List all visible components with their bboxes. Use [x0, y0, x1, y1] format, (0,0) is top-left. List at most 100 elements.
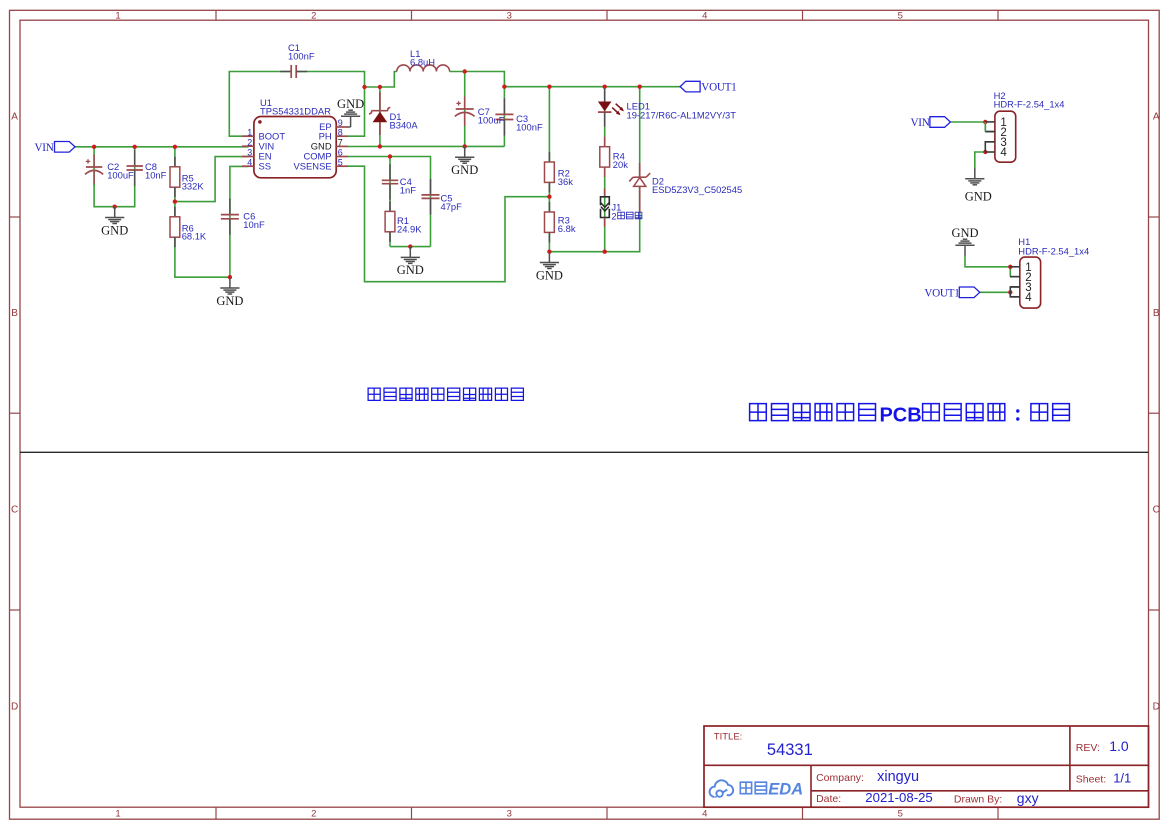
svg-text:3: 3 [247, 148, 252, 158]
svg-text:4: 4 [1025, 292, 1032, 304]
svg-text:1nF: 1nF [400, 184, 416, 195]
svg-text:REV:: REV: [1076, 742, 1100, 754]
svg-text:VIN: VIN [259, 140, 275, 151]
svg-text:7: 7 [338, 138, 343, 148]
svg-text:C: C [1153, 505, 1160, 516]
svg-text:C6: C6 [243, 211, 255, 222]
svg-text:19-217/R6C-AL1M2VY/3T: 19-217/R6C-AL1M2VY/3T [627, 109, 737, 120]
svg-text:1: 1 [1025, 262, 1031, 274]
svg-text:GND: GND [397, 263, 424, 277]
svg-text:5: 5 [898, 809, 903, 820]
svg-text:9: 9 [338, 118, 343, 128]
svg-text:C3: C3 [516, 113, 528, 124]
svg-text:C1: C1 [288, 42, 300, 53]
svg-text:VIN: VIN [911, 117, 930, 129]
svg-text:2: 2 [311, 10, 316, 21]
svg-text:24.9K: 24.9K [397, 223, 422, 234]
svg-text:6.8uH: 6.8uH [410, 57, 435, 68]
svg-text:2: 2 [611, 210, 616, 221]
svg-text:2: 2 [311, 809, 316, 820]
svg-text:SS: SS [259, 160, 272, 171]
svg-text:A: A [11, 112, 18, 123]
svg-text:100nF: 100nF [516, 122, 543, 133]
svg-text:2: 2 [1025, 272, 1031, 284]
svg-text:GND: GND [311, 141, 332, 152]
svg-text:C: C [11, 505, 18, 516]
svg-text:4: 4 [247, 157, 252, 167]
svg-text:B: B [1153, 308, 1160, 319]
svg-text:4: 4 [702, 10, 707, 21]
svg-text:4: 4 [702, 809, 707, 820]
svg-text:GND: GND [451, 163, 478, 177]
svg-text:10nF: 10nF [145, 170, 167, 181]
svg-text:3: 3 [1000, 137, 1006, 149]
svg-text:2021-08-25: 2021-08-25 [865, 790, 932, 805]
svg-text:GND: GND [965, 190, 992, 204]
svg-text:2: 2 [1000, 127, 1006, 139]
svg-text:2: 2 [247, 137, 252, 147]
svg-text:GND: GND [101, 223, 128, 237]
svg-text:1: 1 [1000, 117, 1006, 129]
svg-text:R3: R3 [558, 215, 570, 226]
svg-text:R2: R2 [558, 168, 570, 179]
svg-text:C2: C2 [107, 161, 119, 172]
svg-text:100uF: 100uF [107, 170, 134, 181]
svg-text:xingyu: xingyu [877, 769, 919, 785]
svg-text:1: 1 [247, 127, 252, 137]
svg-text:VSENSE: VSENSE [294, 160, 332, 171]
svg-text:Date:: Date: [816, 793, 841, 805]
svg-text:B: B [11, 308, 18, 319]
svg-text:D1: D1 [390, 111, 402, 122]
svg-text:3: 3 [1025, 282, 1031, 294]
svg-text:B340A: B340A [390, 119, 419, 130]
svg-text:PCB: PCB [879, 405, 921, 427]
svg-text:68.1K: 68.1K [182, 230, 207, 241]
svg-text:R6: R6 [182, 222, 194, 233]
svg-text:R1: R1 [397, 215, 409, 226]
svg-text:D: D [1153, 702, 1160, 713]
svg-text:4: 4 [1000, 147, 1007, 159]
svg-text:R5: R5 [182, 172, 194, 183]
svg-text:1/1: 1/1 [1113, 770, 1131, 785]
svg-text:1: 1 [115, 809, 120, 820]
svg-text:D2: D2 [652, 176, 664, 187]
svg-text:10nF: 10nF [243, 219, 265, 230]
svg-text:EDA: EDA [768, 780, 803, 798]
svg-text:HDR-F-2.54_1x4: HDR-F-2.54_1x4 [1018, 246, 1089, 257]
svg-text:ESD5Z3V3_C502545: ESD5Z3V3_C502545 [652, 184, 742, 195]
svg-text:VOUT1: VOUT1 [701, 82, 736, 94]
svg-text:C4: C4 [400, 176, 412, 187]
svg-text:COMP: COMP [303, 151, 331, 162]
svg-text:Drawn By:: Drawn By: [954, 793, 1002, 805]
svg-text:20k: 20k [613, 159, 628, 170]
svg-text:36k: 36k [558, 176, 573, 187]
svg-text:Company:: Company: [816, 772, 864, 784]
svg-text:H2: H2 [994, 90, 1006, 101]
svg-text:8: 8 [338, 127, 343, 137]
svg-text:5: 5 [898, 10, 903, 21]
svg-text:Sheet:: Sheet: [1076, 773, 1106, 785]
svg-text:6: 6 [338, 148, 343, 158]
svg-text:C7: C7 [478, 106, 490, 117]
svg-text:47pF: 47pF [441, 201, 463, 212]
svg-text:U1: U1 [260, 97, 272, 108]
svg-text:1: 1 [115, 10, 120, 21]
svg-text:H1: H1 [1018, 236, 1030, 247]
svg-text:L1: L1 [410, 48, 420, 59]
svg-text:100uF: 100uF [478, 115, 505, 126]
svg-text:GND: GND [536, 268, 563, 282]
svg-text:GND: GND [337, 97, 364, 111]
svg-text:BOOT: BOOT [259, 130, 286, 141]
svg-text:HDR-F-2.54_1x4: HDR-F-2.54_1x4 [994, 98, 1065, 109]
svg-text:1.0: 1.0 [1109, 738, 1129, 754]
svg-text:gxy: gxy [1017, 790, 1039, 806]
svg-text:3: 3 [507, 809, 512, 820]
svg-text:100nF: 100nF [288, 50, 315, 61]
svg-text:5: 5 [338, 157, 343, 167]
svg-text:6.8k: 6.8k [558, 223, 576, 234]
svg-text:54331: 54331 [767, 741, 813, 759]
svg-text:R4: R4 [613, 151, 625, 162]
svg-text:3: 3 [507, 10, 512, 21]
svg-text:VOUT1: VOUT1 [924, 287, 959, 299]
svg-text:C8: C8 [145, 161, 157, 172]
